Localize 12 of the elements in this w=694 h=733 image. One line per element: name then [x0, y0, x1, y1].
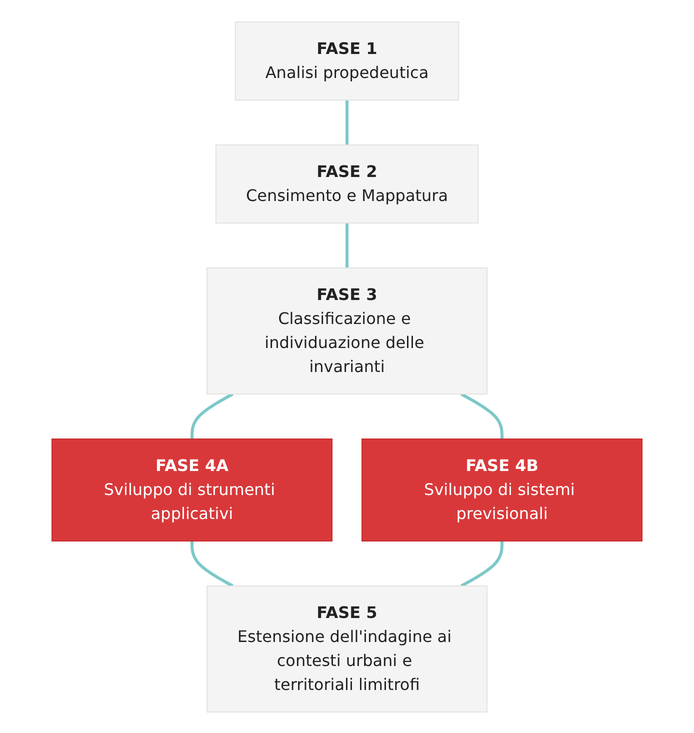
node-box: FASE 4B Sviluppo di sistemi previsionali: [362, 438, 642, 541]
connector: [190, 540, 234, 587]
connector: [190, 392, 234, 438]
connector: [460, 392, 504, 438]
connector: [460, 540, 504, 587]
connector: [346, 100, 348, 144]
node-box: FASE 4A Sviluppo di strumenti applicativi: [52, 438, 332, 541]
node-box: FASE 2 Censimento e Mappatura: [215, 144, 479, 223]
connector: [346, 222, 348, 268]
node-box: FASE 3 Classificazione e individuazione delle invarianti: [206, 267, 488, 394]
node-box: FASE 1 Analisi propedeutica: [234, 21, 460, 100]
node-box: FASE 5 Estensione dell'indagine ai contesti urbani e territoriali limitrofi: [206, 585, 488, 712]
